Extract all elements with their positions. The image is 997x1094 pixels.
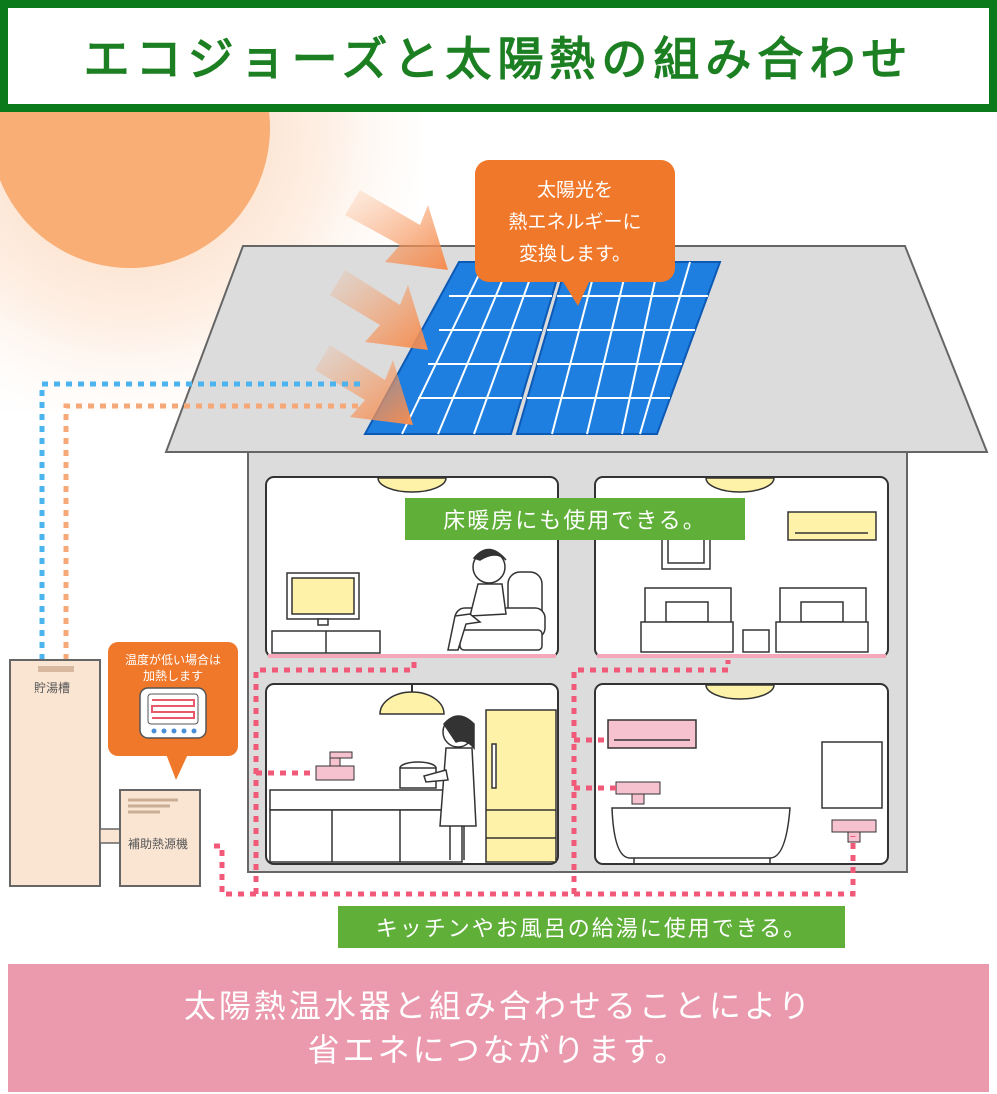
page-title: エコジョーズと太陽熱の組み合わせ [8,8,989,104]
solar-panel-right [515,261,722,435]
sofa-icon [454,571,546,651]
hot-water-tank [9,659,101,887]
tank-label: 貯湯槽 [34,681,70,695]
footer-line-2: 省エネにつながります。 [307,1031,690,1069]
cold-water-pipe [39,381,366,660]
auxiliary-heater [119,789,201,887]
person-cooking-icon [423,715,477,860]
pendant-lamp-icon [379,684,445,715]
bubble-line-2: 熱エネルギーに [508,211,641,233]
footer-line-1: 太陽熱温水器と組み合わせることにより [183,987,814,1025]
bubble-line-1: 太陽光を [537,179,613,201]
bath-heater-icon [607,719,697,749]
tv-icon [271,572,381,654]
kitchen-counter [269,789,463,863]
lamp-icon [377,477,447,493]
aux-heater-label: 補助熱源機 [128,836,188,851]
solar-speech-bubble: 太陽光を 熱エネルギーに 変換します。 [475,160,675,306]
warm-water-pipe [63,403,366,660]
bathtub-icon [611,807,791,864]
heater-bubble-line-2: 加熱します [143,669,203,683]
bubble-line-3: 変換します。 [519,243,631,265]
air-conditioner-icon [787,511,877,541]
pot-icon [399,761,437,789]
hot-water-pipe [214,660,856,897]
person-sitting-icon [447,548,507,651]
faucet-icon [315,751,355,781]
mirror-icon [821,741,883,809]
refrigerator-icon [485,709,557,863]
heater-speech-bubble: 温度が低い場合は 加熱します [108,642,238,780]
lamp-icon [705,684,775,700]
solar-panel-left [363,261,564,435]
footer-message: 太陽熱温水器と組み合わせることにより 省エネにつながります。 [8,964,989,1092]
floor-heating-label: 床暖房にも使用できる。 [405,498,745,540]
house-diagram: 太陽光を 熱エネルギーに 変換します。 [0,112,989,897]
sunlight-arrows [315,190,448,425]
heater-bubble-line-1: 温度が低い場合は [125,652,221,667]
bed-icon [640,587,869,653]
heater-icon [139,687,207,739]
title-frame: エコジョーズと太陽熱の組み合わせ [0,0,997,112]
lamp-icon [705,477,775,493]
kitchen-bath-label: キッチンやお風呂の給湯に使用できる。 [338,906,845,948]
